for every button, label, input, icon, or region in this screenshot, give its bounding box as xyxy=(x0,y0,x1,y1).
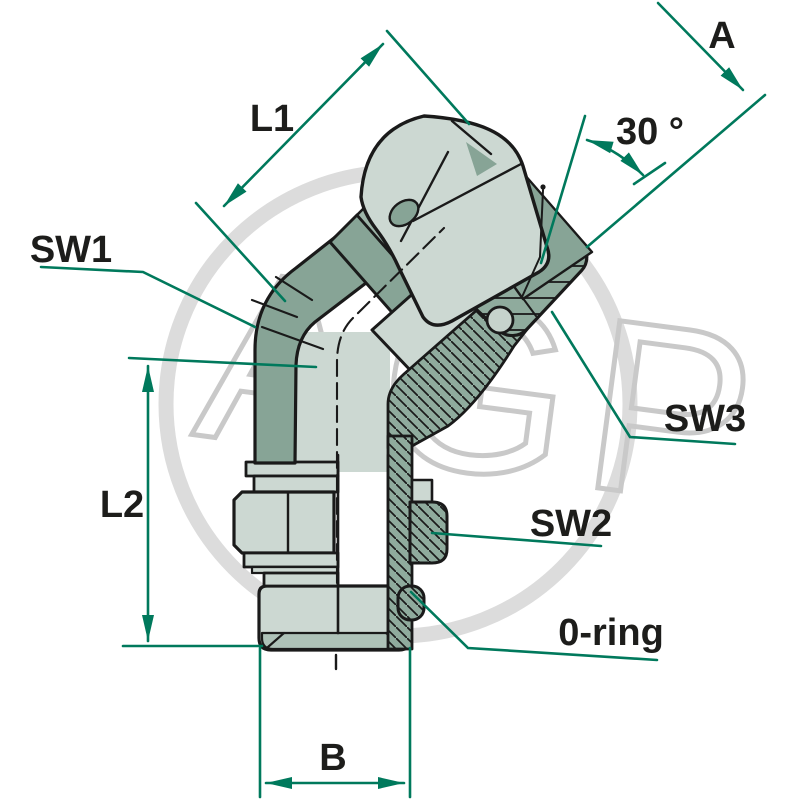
swivel-ball xyxy=(485,305,515,335)
sw2-leader xyxy=(430,531,603,548)
nut-facet-lines xyxy=(399,119,523,243)
l1-dimension-arrow xyxy=(222,42,385,208)
label-b: B xyxy=(319,737,346,779)
label-l1: L1 xyxy=(250,98,294,140)
sw1-leader xyxy=(39,265,257,329)
l1-extension-lower xyxy=(194,201,287,303)
nut-hole xyxy=(388,198,420,228)
centerline-dashed xyxy=(335,226,446,585)
washer-plate-3 xyxy=(242,551,340,569)
sw3-leader xyxy=(550,310,737,446)
label-angle: 30 ° xyxy=(616,111,684,153)
angle-arc-arrow xyxy=(585,138,645,177)
oring-step xyxy=(262,571,340,588)
stud-chamfer-band xyxy=(260,631,410,651)
l1-extension-upper xyxy=(385,29,471,126)
reference-dot xyxy=(540,184,546,190)
dimension-lines xyxy=(39,1,767,799)
angle-reference-line xyxy=(539,114,587,265)
nut-corner-shade xyxy=(466,142,497,176)
swivel-nut xyxy=(359,114,551,327)
a-dimension-arrow xyxy=(656,1,745,92)
washer-plate-2 xyxy=(252,474,340,494)
label-oring: 0-ring xyxy=(558,612,664,654)
cone-lines xyxy=(521,189,544,317)
label-sw3: SW3 xyxy=(664,398,746,440)
washer-section-step xyxy=(410,478,434,506)
body-bore-backdrop xyxy=(293,332,390,472)
dimension-labels: A 30 ° L1 SW1 L2 SW3 SW2 0-ring B xyxy=(30,15,746,779)
angle-short-line xyxy=(632,161,667,186)
bend-facet-lines xyxy=(250,275,325,351)
label-sw1: SW1 xyxy=(30,229,112,271)
locknut-section-sw2 xyxy=(408,500,449,565)
locknut-hex xyxy=(232,490,336,555)
oring-leader xyxy=(409,590,659,662)
label-a: A xyxy=(708,15,735,57)
a-extension-line xyxy=(585,93,767,249)
fitting-part xyxy=(232,114,594,671)
label-sw2: SW2 xyxy=(530,503,612,545)
l2-extension-top xyxy=(127,356,318,369)
label-l2: L2 xyxy=(100,484,144,526)
